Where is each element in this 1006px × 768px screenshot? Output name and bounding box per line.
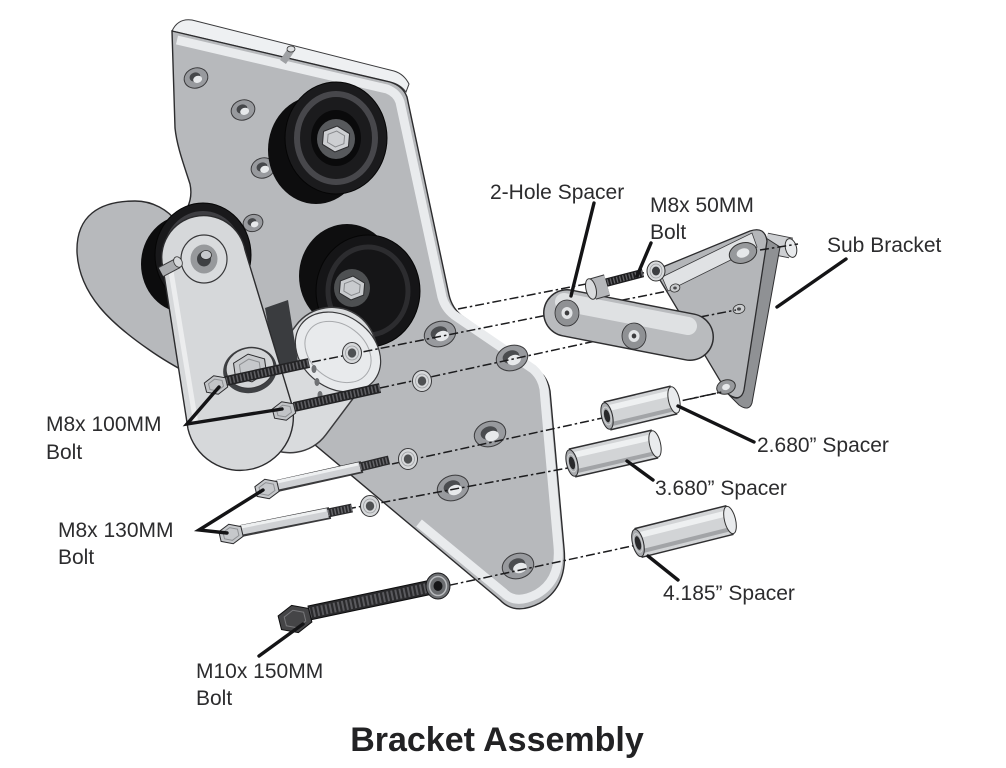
plate-countersunk-hole — [436, 474, 470, 502]
spacer-4-185 — [631, 504, 737, 559]
spacer-hole — [554, 299, 580, 327]
label-m8x50-line1: M8x 50MM — [650, 194, 754, 217]
label-spacer-3-680: 3.680” Spacer — [655, 477, 787, 500]
label-m8x130-line2: Bolt — [58, 546, 94, 569]
leader-m10x150 — [257, 622, 305, 658]
two-hole-spacer — [543, 289, 714, 361]
spacer-3-680 — [565, 429, 662, 478]
figure-title: Bracket Assembly — [350, 721, 644, 759]
arm-pin — [158, 256, 183, 277]
m8x100-bolt-2 — [271, 383, 382, 423]
leader-two-hole-spacer — [569, 201, 596, 298]
label-m8x130-line1: M8x 130MM — [58, 519, 174, 542]
label-m8x100-line2: Bolt — [46, 441, 82, 464]
spacer-2-680 — [600, 385, 681, 431]
m8x130-bolt-2 — [218, 503, 353, 546]
leader-sub-bracket — [775, 257, 848, 309]
m8x50-bolt — [585, 260, 666, 300]
label-spacer-2-680: 2.680” Spacer — [757, 434, 889, 457]
swing-arm — [158, 214, 295, 472]
top-stud — [280, 45, 296, 64]
plate-countersunk-hole — [501, 552, 535, 580]
arm-bushing — [180, 234, 228, 284]
label-m8x50-line2: Bolt — [650, 221, 686, 244]
spacer-hole — [621, 322, 647, 350]
label-spacer-4-185: 4.185” Spacer — [663, 582, 795, 605]
plate-countersunk-hole — [423, 320, 457, 348]
washer — [360, 495, 380, 517]
label-two-hole-spacer: 2-Hole Spacer — [490, 181, 624, 204]
sub-bracket-hole — [669, 283, 681, 293]
callout-labels: 2-Hole Spacer M8x 50MM Bolt Sub Bracket … — [46, 181, 942, 710]
sub-bracket-hole — [716, 379, 736, 395]
plate-hole — [230, 99, 256, 121]
plate-hole — [183, 67, 209, 89]
sub-bracket-hole — [732, 303, 746, 315]
sub-bracket — [657, 229, 798, 409]
leader-4-185 — [646, 554, 680, 582]
leader-m8x130 — [193, 488, 265, 535]
washer — [412, 370, 432, 392]
washer — [646, 260, 666, 282]
label-m8x100-line1: M8x 100MM — [46, 413, 162, 436]
washer — [342, 342, 362, 364]
m10-washer — [425, 572, 451, 600]
label-m10x150-line1: M10x 150MM — [196, 660, 323, 683]
label-sub-bracket: Sub Bracket — [827, 234, 942, 257]
centerline-tails — [689, 243, 799, 400]
sub-bracket-hole — [728, 242, 758, 264]
lower-isolator — [299, 224, 421, 348]
leader-m8x100 — [182, 385, 284, 427]
bushing-housing — [244, 306, 382, 454]
washer — [398, 448, 418, 470]
label-m10x150-line2: Bolt — [196, 687, 232, 710]
m8x130-bolt-1 — [254, 455, 391, 501]
leader-m8x50 — [635, 241, 653, 278]
m8x100-bolt-1 — [203, 358, 311, 397]
m10x150-bolt — [276, 572, 451, 636]
leader-lines — [182, 201, 848, 658]
leader-3-680 — [625, 459, 655, 482]
plate-hole — [250, 157, 276, 179]
leader-2-680 — [676, 404, 756, 444]
upper-isolator — [268, 81, 388, 204]
